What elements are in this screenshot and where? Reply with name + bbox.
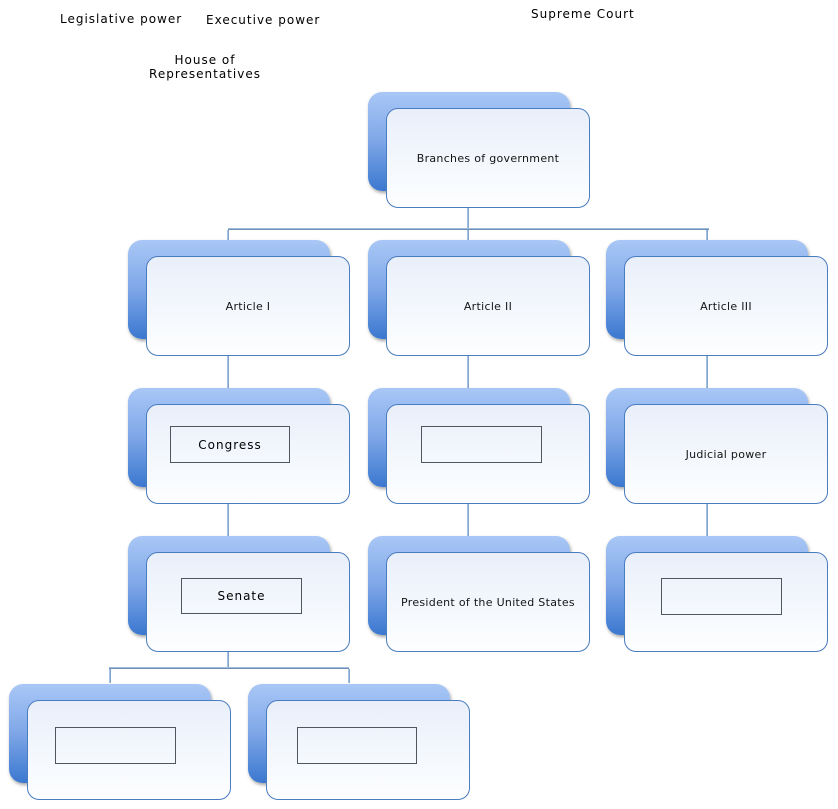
draggable-label-house-of-representatives[interactable]: House of Representatives <box>148 53 262 81</box>
drop-slot-executive[interactable] <box>421 426 542 463</box>
connector-drop-senate-right <box>348 669 350 683</box>
connector-article3-child <box>706 356 708 389</box>
node-article1: Article I <box>128 240 350 356</box>
node-box: Article III <box>624 256 828 356</box>
connector-senate-stub <box>227 652 229 668</box>
label-line-2: Representatives <box>149 66 261 81</box>
node-label: Branches of government <box>416 151 560 165</box>
node-label: President of the United States <box>401 595 575 609</box>
connector-judicial-child <box>706 504 708 537</box>
node-congress: Congress <box>128 388 350 504</box>
connector-article2-child <box>467 356 469 389</box>
node-article2: Article II <box>368 240 590 356</box>
node-box: Senate <box>146 552 350 652</box>
node-article3: Article III <box>606 240 828 356</box>
drop-slot-judicial[interactable] <box>661 578 782 615</box>
node-box <box>624 552 828 652</box>
node-senate: Senate <box>128 536 350 652</box>
connector-drop-article1 <box>227 230 229 241</box>
node-label: Judicial power <box>685 447 767 461</box>
node-senate-child-right <box>248 684 470 800</box>
node-box: Branches of government <box>386 108 590 208</box>
connector-article2-grandchild <box>467 504 469 537</box>
draggable-label-supreme-court[interactable]: Supreme Court <box>531 7 635 21</box>
node-box: Congress <box>146 404 350 504</box>
connector-level1-bus <box>228 228 709 230</box>
node-box <box>386 404 590 504</box>
connector-drop-article3 <box>706 230 708 241</box>
drop-slot-senate-left[interactable] <box>55 727 176 764</box>
connector-root-stub <box>467 208 469 229</box>
node-box: Article II <box>386 256 590 356</box>
node-article2-slot <box>368 388 590 504</box>
node-box <box>27 700 231 800</box>
node-root: Branches of government <box>368 92 590 208</box>
draggable-label-executive-power[interactable]: Executive power <box>206 13 321 27</box>
drop-slot-senate-right[interactable] <box>297 727 417 764</box>
node-judicial-power: Judicial power <box>606 388 828 504</box>
node-label: Article III <box>700 299 752 313</box>
node-box: Article I <box>146 256 350 356</box>
node-box: Judicial power <box>624 404 828 504</box>
connector-senate-bus <box>109 667 349 669</box>
connector-article1-child <box>227 356 229 389</box>
node-label: Article I <box>225 299 271 313</box>
drop-slot-congress[interactable]: Congress <box>170 426 290 463</box>
node-senate-child-left <box>9 684 231 800</box>
label-line-1: House of <box>174 53 236 67</box>
connector-drop-senate-left <box>109 669 111 683</box>
node-judicial-slot <box>606 536 828 652</box>
connector-congress-child <box>227 504 229 537</box>
node-label: Article II <box>463 299 513 313</box>
drop-slot-senate[interactable]: Senate <box>181 578 302 614</box>
node-box <box>266 700 470 800</box>
draggable-label-legislative-power[interactable]: Legislative power <box>60 12 183 26</box>
node-box: President of the United States <box>386 552 590 652</box>
connector-drop-article2 <box>467 230 469 241</box>
node-president: President of the United States <box>368 536 590 652</box>
